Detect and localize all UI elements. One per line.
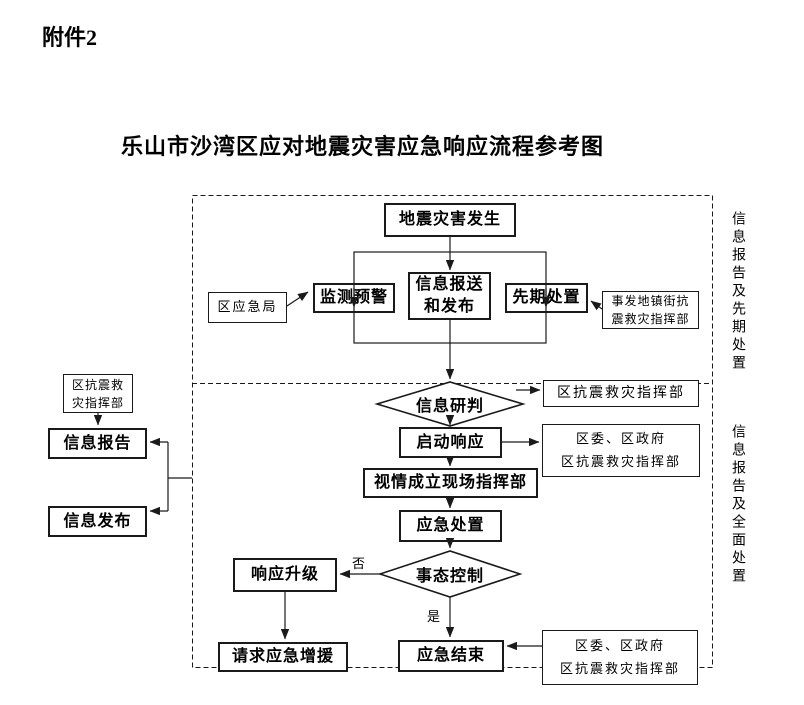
side-caption-bottom: 信息报告及全面处置 [730,424,745,586]
node-emergency-disposal: 应急处置 [399,510,502,542]
node-emergency-end: 应急结束 [398,640,504,672]
node-info-release: 信息发布 [48,506,147,537]
node-activate-response: 启动响应 [399,427,502,458]
branch-label-no: 否 [352,556,366,571]
edge-townhq-to-initial [590,300,603,311]
attachment-label: 附件2 [42,25,98,50]
node-district-emergency-bureau: 区应急局 [208,292,287,323]
node-request-reinforcement: 请求应急增援 [218,642,348,672]
node-incident-town-hq: 事发地镇街抗 震救灾指挥部 [602,291,699,329]
node-monitoring-warning: 监测预警 [313,283,395,313]
node-info-report: 信息报告 [48,428,147,459]
node-district-quake-hq-left: 区抗震救 灾指挥部 [63,374,133,413]
node-district-committee-hq-end: 区委、区政府 区抗震救灾指挥部 [542,630,698,685]
page-title: 乐山市沙湾区应对地震灾害应急响应流程参考图 [121,134,605,159]
node-earthquake-occurs: 地震灾害发生 [384,203,516,237]
node-info-analysis: 信息研判 [415,398,484,415]
node-district-committee-hq: 区委、区政府 区抗震救灾指挥部 [542,424,700,477]
branch-label-yes: 是 [427,609,441,624]
node-info-submission-release: 信息报送 和发布 [408,272,491,320]
node-initial-disposal: 先期处置 [505,283,588,313]
side-caption-top: 信息报告及先期处置 [730,211,745,373]
node-response-upgrade: 响应升级 [233,558,337,592]
node-district-quake-hq: 区抗震救灾指挥部 [543,380,699,407]
node-onsite-command: 视情成立现场指挥部 [363,468,538,498]
edge-bureau-to-monitoring [286,291,309,307]
node-situation-control: 事态控制 [415,568,484,585]
